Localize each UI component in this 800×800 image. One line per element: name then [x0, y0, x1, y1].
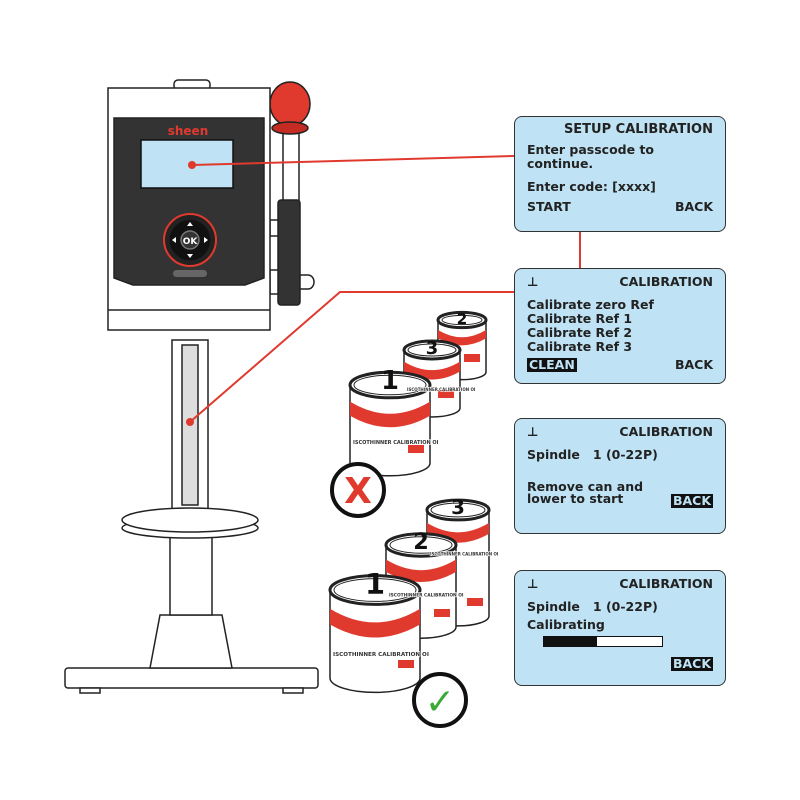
can-number: 3 — [426, 338, 438, 359]
screen-calibration-menu: ⊥ CALIBRATION Calibrate zero Ref Calibrat… — [514, 268, 726, 384]
status-text: Calibrating — [527, 617, 605, 632]
can-label: ISCOTHINNER CALIBRATION OI — [407, 387, 476, 392]
check-icon: ✓ — [425, 682, 455, 723]
correct-mark: ✓ — [412, 672, 468, 728]
screen-line: Enter passcode to — [527, 142, 655, 157]
can-number: 2 — [413, 529, 429, 555]
spindle-icon: ⊥ — [527, 424, 539, 439]
back-button[interactable]: BACK — [674, 357, 713, 372]
can-label: ISCOTHINNER CALIBRATION OI — [333, 652, 429, 658]
wrong-mark: X — [330, 462, 386, 518]
viscometer: OK sheen — [64, 79, 319, 694]
can-number: 1 — [381, 366, 399, 396]
back-button[interactable]: BACK — [670, 493, 713, 508]
lower-column — [169, 534, 213, 616]
paint-can: 1 — [348, 366, 432, 477]
back-button[interactable]: BACK — [670, 656, 713, 671]
can-label: ISCOTHINNER CALIBRATION OI — [389, 593, 464, 599]
screen-title: SETUP CALIBRATION — [563, 122, 713, 137]
arrow-right-icon[interactable] — [204, 237, 208, 243]
can-number: 1 — [365, 567, 385, 601]
start-button[interactable]: START — [527, 199, 571, 214]
screen-calibrating: ⊥ CALIBRATION Spindle 1 (0-22P) Calibrati… — [514, 570, 726, 686]
screen-title: CALIBRATION — [619, 274, 713, 289]
arrow-left-icon[interactable] — [172, 237, 176, 243]
screen-remove-can: ⊥ CALIBRATION Spindle 1 (0-22P) Remove ca… — [514, 418, 726, 534]
can-label: ISCOTHINNER CALIBRATION OI — [430, 552, 499, 557]
cross-icon: X — [344, 471, 372, 512]
screen-line: lower to start — [527, 491, 624, 506]
menu-item-zero-ref[interactable]: Calibrate zero Ref — [527, 297, 654, 312]
spindle-info: Spindle 1 (0-22P) — [527, 447, 658, 462]
can-number: 2 — [457, 310, 468, 328]
spindle-icon: ⊥ — [527, 576, 539, 591]
screen-line: continue. — [527, 156, 594, 171]
ok-button[interactable]: OK — [183, 237, 199, 247]
arrow-up-icon[interactable] — [187, 222, 193, 226]
screen-title: CALIBRATION — [619, 576, 713, 591]
can-label: ISCOTHINNER CALIBRATION OI — [353, 440, 439, 446]
screen-setup-calibration: SETUP CALIBRATION Enter passcode to cont… — [514, 116, 726, 232]
menu-item-ref-2[interactable]: Calibrate Ref 2 — [527, 325, 633, 340]
menu-item-ref-1[interactable]: Calibrate Ref 1 — [527, 311, 633, 326]
progress-bar — [543, 636, 663, 647]
back-button[interactable]: BACK — [674, 199, 713, 214]
screen-line: Remove can and — [527, 479, 644, 494]
spindle-info: Spindle 1 (0-22P) — [527, 599, 658, 614]
arrow-down-icon[interactable] — [187, 254, 193, 258]
lever-arm — [277, 199, 301, 306]
base-plate — [64, 667, 319, 689]
can-number: 3 — [451, 496, 465, 519]
clean-button[interactable]: CLEAN — [527, 357, 577, 372]
brand-logo: sheen — [168, 124, 209, 138]
lever-knob — [269, 81, 311, 127]
can-labels: ISCOTHINNER CALIBRATION OI ISCOTHINNER CA… — [332, 387, 499, 659]
spindle-icon: ⊥ — [527, 274, 539, 289]
screen-title: CALIBRATION — [619, 424, 713, 439]
progress-fill — [544, 637, 598, 646]
menu-item-ref-3[interactable]: Calibrate Ref 3 — [527, 339, 633, 354]
passcode-field[interactable]: Enter code: [xxxx] — [527, 179, 656, 194]
paint-can: 1 — [328, 567, 422, 694]
